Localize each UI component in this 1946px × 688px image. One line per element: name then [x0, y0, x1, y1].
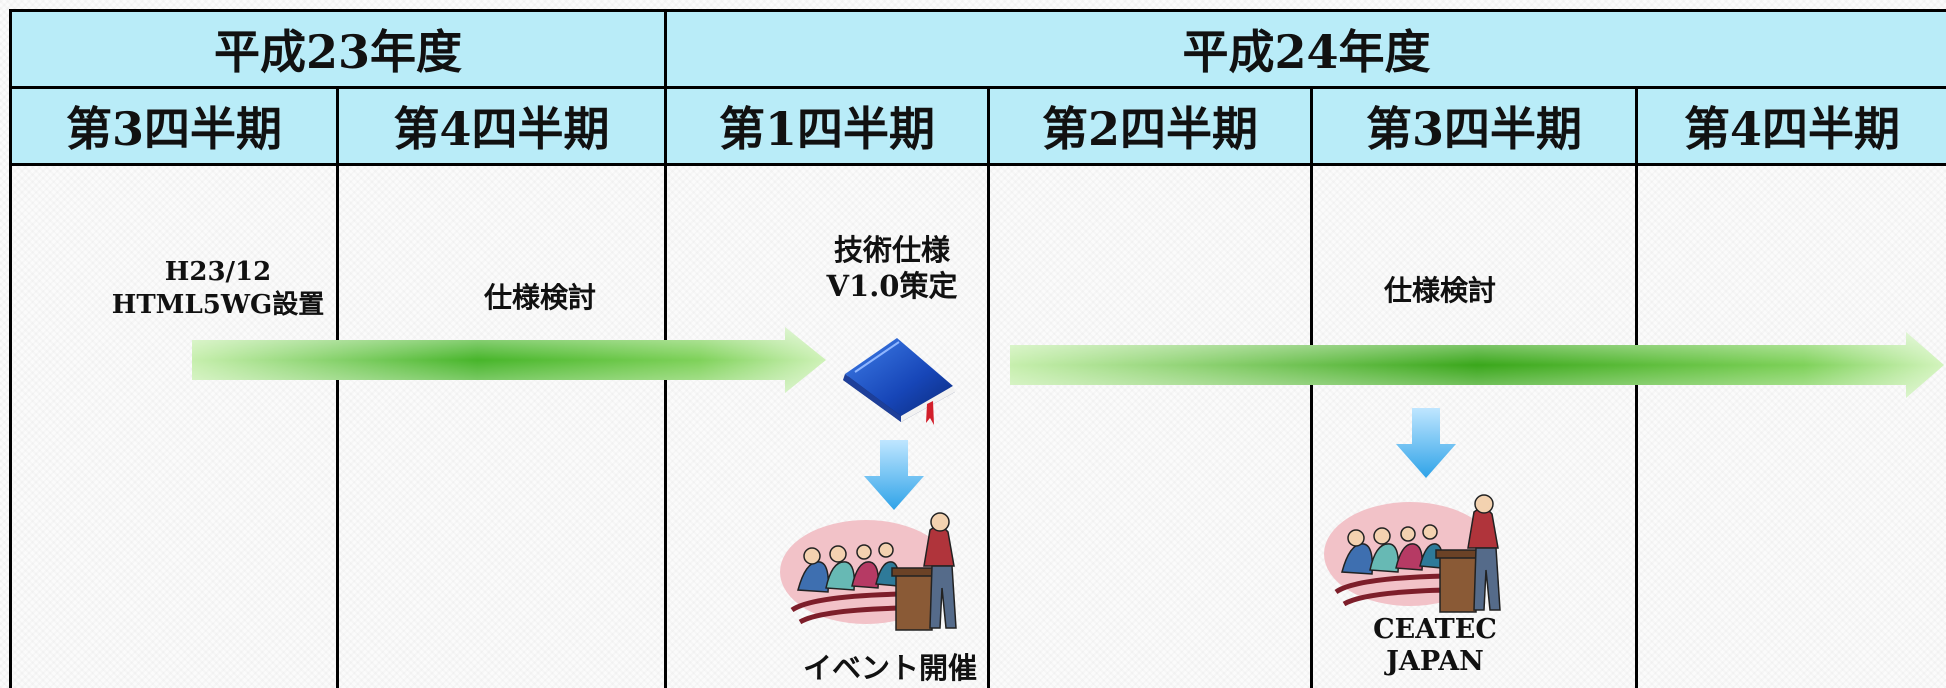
quarter-label: 第3四半期: [1365, 102, 1582, 156]
quarter-header-h23-q3: 第3四半期: [12, 89, 336, 163]
quarter-header-h24-q4: 第4四半期: [1638, 89, 1946, 163]
presentation-audience-icon: [780, 512, 957, 631]
wg-date: H23/12: [164, 257, 272, 287]
blue-down-arrow-icon: [1396, 408, 1456, 478]
ceatec-line-2: JAPAN: [1386, 646, 1484, 678]
wg-label: HTML5WG設置: [111, 289, 325, 320]
quarter-label: 第1四半期: [718, 102, 935, 156]
quarter-label: 第4四半期: [393, 102, 610, 156]
blue-down-arrow-icon: [864, 440, 924, 510]
blue-book-icon: [843, 338, 955, 425]
quarter-label: 第4四半期: [1683, 102, 1900, 156]
presentation-audience-icon: [1324, 494, 1501, 613]
spec-release-label: 技術仕様 V1.0策定: [812, 232, 972, 305]
grid-line-col: [987, 86, 990, 688]
year-label-h24: 平成24年度: [1182, 25, 1431, 79]
ceatec-line-1: CEATEC: [1373, 614, 1497, 645]
grid-line-col: [336, 86, 339, 688]
spec-study-label-2: 仕様検討: [1383, 274, 1496, 307]
event-label: イベント開催: [802, 651, 977, 685]
wg-milestone-label: H23/12 HTML5WG設置: [108, 256, 328, 321]
spec-line-1: 技術仕様: [833, 233, 950, 267]
spec-study-label-1: 仕様検討: [483, 281, 596, 314]
year-header-h23: 平成23年度: [12, 12, 664, 86]
grid-line-header-bottom: [9, 163, 1946, 166]
quarter-label: 第3四半期: [65, 102, 282, 156]
timeline-arrow-1: [192, 327, 826, 393]
quarter-header-h24-q1: 第1四半期: [667, 89, 987, 163]
quarter-header-h23-q4: 第4四半期: [339, 89, 664, 163]
grid-line-left: [9, 9, 12, 688]
quarter-label: 第2四半期: [1041, 102, 1258, 156]
year-header-h24: 平成24年度: [667, 12, 1946, 86]
spec-line-2: V1.0策定: [826, 269, 958, 304]
quarter-header-h24-q2: 第2四半期: [990, 89, 1310, 163]
grid-line-col: [1310, 86, 1313, 688]
timeline-arrow-2: [1010, 332, 1944, 398]
quarter-header-h24-q3: 第3四半期: [1313, 89, 1635, 163]
ceatec-label: CEATEC JAPAN: [1340, 614, 1530, 679]
grid-line-col: [1635, 86, 1638, 688]
grid-line-year-divider: [9, 86, 1946, 89]
grid-line-top: [9, 9, 1946, 12]
year-label-h23: 平成23年度: [213, 25, 462, 79]
